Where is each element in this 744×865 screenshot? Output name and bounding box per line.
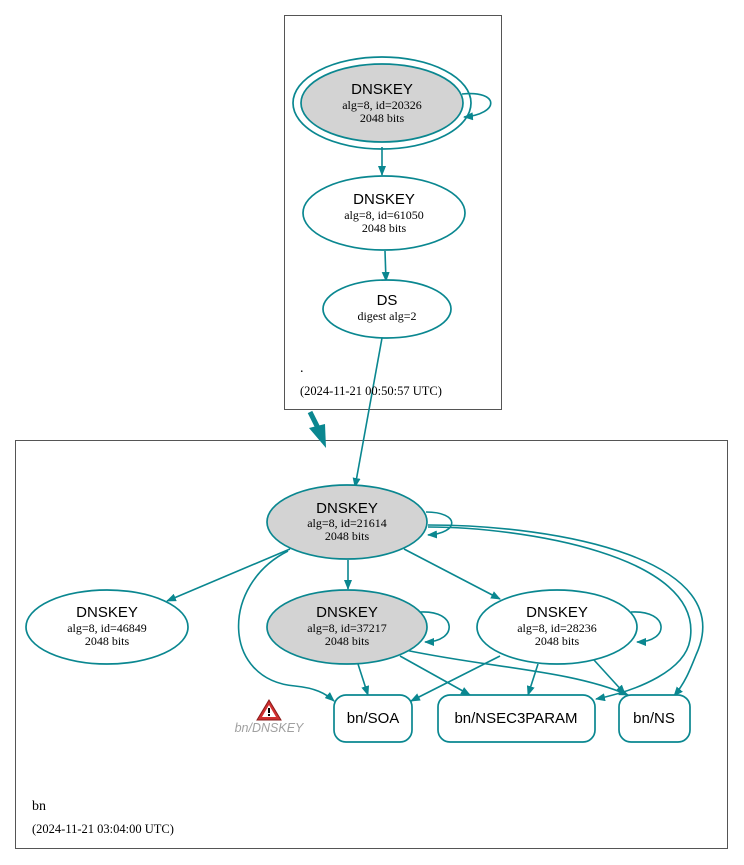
edge-ksk-self (461, 92, 492, 121)
root-edges (352, 92, 492, 488)
dnskey-21614-alg: alg=8, id=21614 (307, 516, 387, 530)
edge-37217-self (419, 611, 450, 646)
edge-37217-to-nsec3param (399, 655, 471, 696)
bn-zone-name: bn (32, 799, 46, 814)
edge-28236-to-soa (410, 655, 501, 702)
dnskey-37217-title: DNSKEY (316, 604, 378, 621)
dnskey-warning[interactable]: bn/DNSKEY (235, 699, 305, 735)
edge-21614-to-ns (427, 524, 704, 697)
dnskey-28236-node[interactable]: DNSKEY alg=8, id=28236 2048 bits (476, 589, 638, 665)
bn-edges (166, 511, 704, 702)
warning-label: bn/DNSKEY (235, 721, 305, 735)
dnskey-37217-alg: alg=8, id=37217 (307, 621, 387, 635)
dnskey-37217-bits: 2048 bits (325, 634, 370, 648)
rrset-ns-label: bn/NS (633, 710, 675, 727)
rrset-nsec3param-label: bn/NSEC3PARAM (454, 710, 577, 727)
dnskey-28236-bits: 2048 bits (535, 634, 580, 648)
root-zone-timestamp: (2024-11-21 00:50:57 UTC) (300, 384, 442, 398)
rrset-ns-node[interactable]: bn/NS (618, 694, 691, 743)
edge-21614-to-46849 (166, 548, 291, 602)
dnskey-20326-alg: alg=8, id=20326 (342, 98, 422, 112)
dnskey-46849-node[interactable]: DNSKEY alg=8, id=46849 2048 bits (25, 589, 189, 665)
ds-node[interactable]: DS digest alg=2 (322, 279, 452, 339)
edge-21614-to-28236 (403, 548, 501, 600)
edge-21614-to-soa (237, 550, 335, 702)
dnskey-20326-node[interactable]: DNSKEY alg=8, id=20326 2048 bits (292, 56, 472, 150)
warning-icon (256, 699, 282, 721)
dnskey-21614-node[interactable]: DNSKEY alg=8, id=21614 2048 bits (266, 484, 428, 560)
dnskey-20326-title: DNSKEY (351, 81, 413, 98)
rrset-nsec3param-node[interactable]: bn/NSEC3PARAM (437, 694, 596, 743)
root-zone-name: . (300, 361, 304, 376)
dnskey-61050-alg: alg=8, id=61050 (344, 208, 424, 222)
dnskey-61050-node[interactable]: DNSKEY alg=8, id=61050 2048 bits (302, 175, 466, 251)
edge-ds-to-bn-ksk (352, 337, 383, 488)
edge-21614-self (425, 511, 453, 539)
dnskey-28236-title: DNSKEY (526, 604, 588, 621)
dnskey-46849-alg: alg=8, id=46849 (67, 621, 147, 635)
edge-37217-to-soa (357, 663, 370, 696)
dnskey-20326-bits: 2048 bits (360, 111, 405, 125)
delegation-arrow (307, 410, 326, 448)
edge-21614-to-nsec3param (427, 526, 692, 702)
edge-28236-to-ns (593, 659, 626, 695)
edge-28236-to-nsec3param (526, 663, 539, 696)
dnskey-46849-title: DNSKEY (76, 604, 138, 621)
ds-title: DS (377, 292, 398, 309)
dnskey-21614-title: DNSKEY (316, 500, 378, 517)
ds-digest: digest alg=2 (357, 309, 416, 323)
dnskey-28236-alg: alg=8, id=28236 (517, 621, 597, 635)
dnskey-46849-bits: 2048 bits (85, 634, 130, 648)
bn-zone-timestamp: (2024-11-21 03:04:00 UTC) (32, 822, 174, 836)
edge-28236-self (630, 611, 662, 646)
rrset-soa-node[interactable]: bn/SOA (333, 694, 413, 743)
dnskey-21614-bits: 2048 bits (325, 529, 370, 543)
edge-37217-to-ns (404, 649, 629, 696)
rrset-soa-label: bn/SOA (347, 710, 400, 727)
edge-zsk-to-ds (381, 250, 390, 282)
dnskey-61050-title: DNSKEY (353, 191, 415, 208)
dnskey-37217-node[interactable]: DNSKEY alg=8, id=37217 2048 bits (266, 589, 428, 665)
dnskey-61050-bits: 2048 bits (362, 221, 407, 235)
